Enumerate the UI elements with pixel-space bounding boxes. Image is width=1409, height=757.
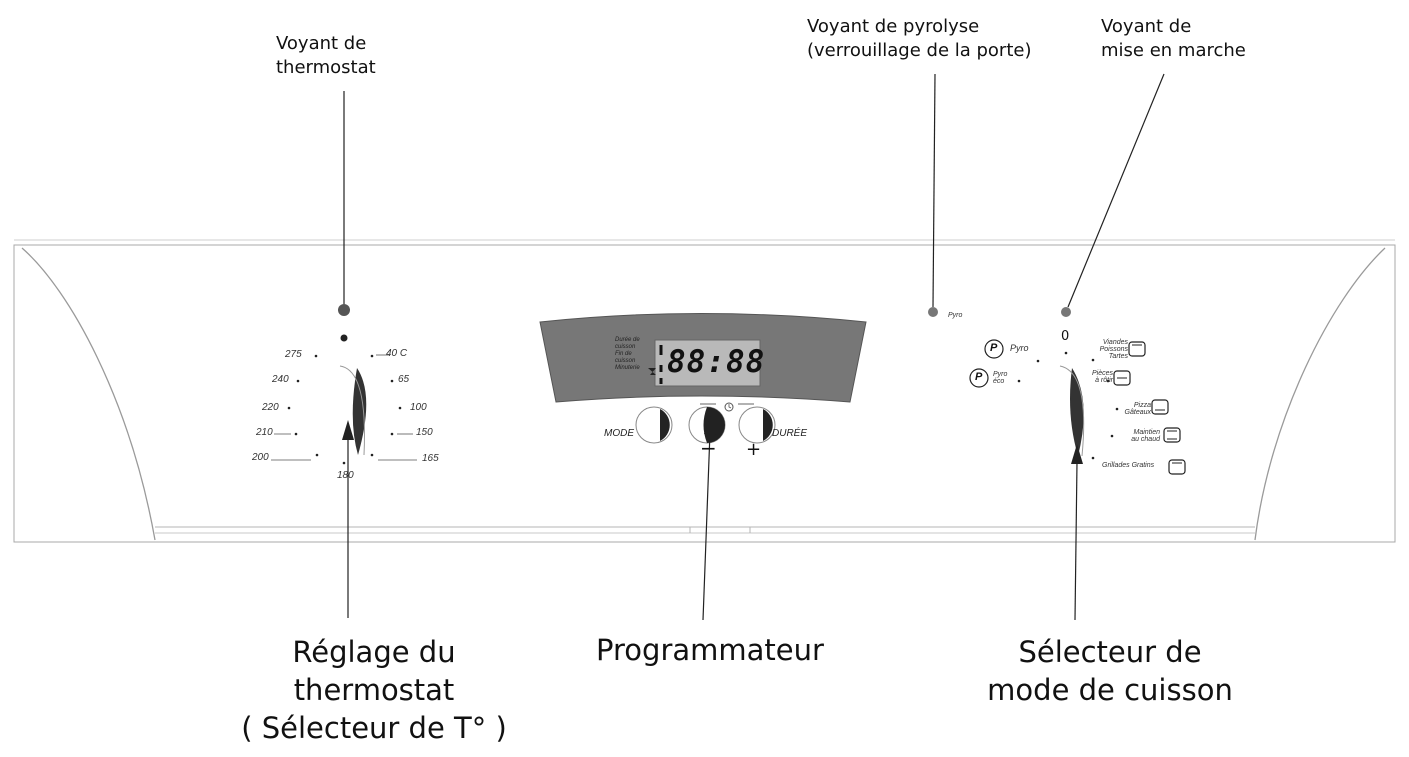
- lcd-digits: 88:88: [667, 344, 766, 380]
- mode-scale-dots: [1017, 351, 1119, 460]
- mode-line: Grillades Gratins: [1102, 462, 1155, 469]
- temp-200: 200: [252, 452, 269, 463]
- temp-165: 165: [422, 453, 439, 464]
- temp-180: 180: [337, 470, 354, 481]
- oven-icon-2: [1113, 370, 1131, 386]
- clock-icon: [724, 402, 734, 412]
- mode-line: Poissons: [1099, 346, 1128, 353]
- oven-icon-4: [1163, 427, 1181, 443]
- mode-line: Tartes: [1108, 353, 1128, 360]
- callout-line: (verrouillage de la porte): [807, 40, 1032, 61]
- mode-line: Pizza: [1133, 402, 1151, 409]
- temp-275: 275: [285, 349, 302, 360]
- right-side-curve: [1254, 247, 1386, 541]
- pyro-eco-p-letter: P: [975, 371, 983, 383]
- pyro-eco-label: Pyro éco: [993, 371, 1007, 385]
- pyrolysis-light-callout: Voyant de pyrolyse (verrouillage de la p…: [807, 15, 1031, 63]
- callout-line: Sélecteur de: [1018, 635, 1202, 669]
- callout-line: mise en marche: [1101, 40, 1246, 61]
- duree-button: [738, 406, 776, 444]
- temp-210: 210: [256, 427, 273, 438]
- callout-line: Voyant de: [276, 33, 367, 54]
- callout-line: Réglage du: [292, 635, 456, 669]
- control-panel-outline: [13, 244, 1396, 543]
- temp-65: 65: [398, 374, 410, 385]
- pyro-eco-line: Pyro: [993, 371, 1008, 378]
- temp-240: 240: [272, 374, 289, 385]
- mode-line: à rôtir: [1095, 377, 1113, 384]
- temp-100: 100: [410, 402, 427, 413]
- oven-icon-1: [1128, 341, 1146, 357]
- duree-label: DURÉE: [772, 428, 808, 439]
- thermostat-light: [338, 304, 350, 316]
- mode-viandes: Viandes Poissons Tartes: [1096, 339, 1128, 360]
- lcd-screen: [654, 339, 761, 387]
- pyro-eco-p-icon: [969, 368, 989, 388]
- programmer-callout: Programmateur: [560, 631, 860, 669]
- mode-button: [635, 406, 673, 444]
- mode-label: MODE: [604, 428, 634, 439]
- lcd-label-minuterie: Minuterie: [615, 365, 640, 371]
- callout-line: ( Sélecteur de T° ): [241, 711, 507, 745]
- callout-line: thermostat: [293, 673, 455, 707]
- temp-150: 150: [416, 427, 433, 438]
- minus-label: −: [700, 436, 717, 460]
- pyrolysis-light: [928, 307, 938, 317]
- pyro-p-letter: P: [990, 342, 998, 354]
- mode-icons: [1113, 341, 1186, 475]
- callout-line: Voyant de pyrolyse: [807, 16, 980, 37]
- mode-grillades: Grillades Gratins: [1102, 462, 1154, 469]
- callout-line: Programmateur: [596, 633, 824, 667]
- power-light: [1061, 307, 1071, 317]
- callout-line: Voyant de: [1101, 16, 1192, 37]
- thermostat-knob: [352, 368, 367, 455]
- mode-selector-callout: Sélecteur de mode de cuisson: [950, 633, 1270, 709]
- power-light-callout: Voyant de mise en marche: [1101, 15, 1246, 63]
- pyro-light-label: Pyro: [948, 312, 963, 319]
- temp-setting-callout: Réglage du thermostat ( Sélecteur de T° …: [214, 633, 534, 747]
- mode-zero-label: 0: [1061, 329, 1070, 344]
- thermostat-light-callout: Voyant de thermostat: [276, 32, 376, 80]
- mode-line: Maintien: [1133, 429, 1160, 436]
- mode-pieces: Pièces à rôtir: [1083, 370, 1113, 384]
- callout-line: mode de cuisson: [987, 673, 1233, 707]
- temp-220: 220: [262, 402, 279, 413]
- left-side-curve: [21, 247, 156, 541]
- mode-line: Pièces: [1091, 370, 1113, 377]
- pyro-mode-label: Pyro: [1010, 343, 1029, 353]
- mode-pizza: Pizza Gâteaux: [1122, 402, 1151, 416]
- plus-label: +: [746, 439, 762, 460]
- mode-line: Viandes: [1102, 339, 1128, 346]
- mode-line: Gâteaux: [1124, 409, 1151, 416]
- thermostat-scale-dots: [287, 354, 402, 465]
- mode-line: au chaud: [1131, 436, 1160, 443]
- thermostat-dot: [340, 334, 348, 342]
- mode-maintien: Maintien au chaud: [1120, 429, 1160, 443]
- pyro-p-icon: [984, 339, 1004, 359]
- lcd-label-fin: Fin de cuisson: [615, 351, 636, 364]
- temp-40: 40 C: [386, 348, 408, 359]
- lcd-labels: Durée de cuisson Fin de cuisson Minuteri…: [615, 337, 649, 372]
- oven-icon-5: [1168, 459, 1186, 475]
- pyro-eco-line: éco: [993, 378, 1005, 385]
- oven-icon-3: [1151, 399, 1169, 415]
- lcd-label-duree: Durée de cuisson: [615, 337, 640, 350]
- callout-line: thermostat: [276, 57, 376, 78]
